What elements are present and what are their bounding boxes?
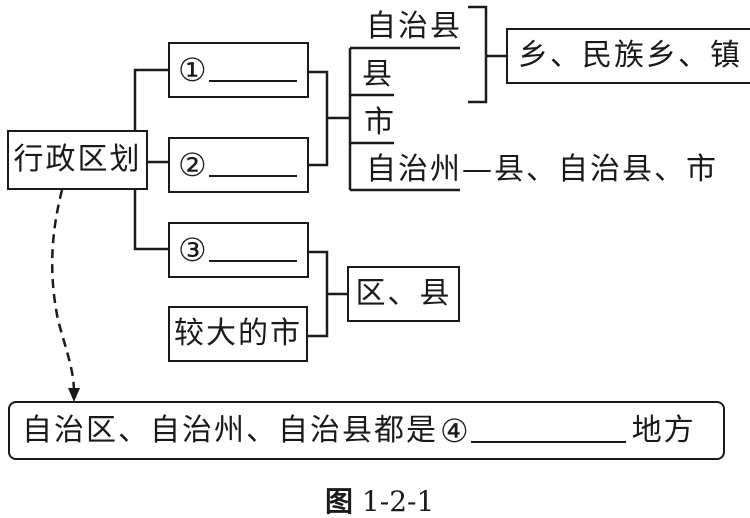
branch-3-number: ③ (178, 231, 207, 269)
list-item-xian: 县 (362, 57, 394, 92)
connector-root-branch1 (133, 68, 168, 130)
large-city-label: 较大的市 (174, 316, 302, 351)
branch-1-number: ① (178, 51, 207, 89)
connector-root-branch3 (133, 190, 168, 251)
branch-2-answer-blank[interactable] (208, 175, 297, 177)
list-item-zizhizhou: 自治州 (366, 152, 462, 187)
list-item-shi: 市 (364, 105, 396, 140)
caption-prefix: 图 (325, 485, 354, 518)
branch-2-box: ② (168, 137, 309, 193)
township-box: 乡、民族乡、镇 (506, 28, 750, 84)
dashed-arrow-path (50, 189, 76, 393)
note-answer-blank[interactable] (470, 440, 626, 443)
root-box: 行政区划 (7, 130, 148, 190)
connector-lines (50, 5, 506, 402)
district-county-box: 区、县 (347, 266, 460, 322)
branch-3-box: ③ (168, 222, 309, 278)
branch-1-box: ① (168, 42, 309, 98)
caption-number: 1-2-1 (361, 485, 435, 518)
bracket-county-group (468, 5, 488, 104)
township-label: 乡、民族乡、镇 (518, 38, 742, 73)
connector-branch3-district (308, 250, 329, 338)
list-item-zizhixian: 自治县 (366, 9, 462, 44)
arrow-head (68, 388, 80, 402)
root-label: 行政区划 (13, 142, 142, 177)
note-number: ④ (440, 411, 469, 450)
note-prefix: 自治区、自治州、自治县都是 (22, 412, 438, 448)
branch-3-answer-blank[interactable] (208, 260, 297, 262)
note-suffix: 地方 (631, 412, 696, 448)
prefecture-subdivisions: —县、自治县、市 (462, 152, 718, 187)
figure-caption: 图 1-2-1 (325, 488, 434, 516)
branch-2-number: ② (178, 146, 207, 184)
large-city-box: 较大的市 (168, 306, 308, 362)
branch-1-answer-blank[interactable] (208, 80, 297, 82)
district-county-label: 区、县 (355, 276, 452, 311)
note-box: 自治区、自治州、自治县都是 ④ 地方 (8, 401, 725, 460)
connector-branch1-list (309, 70, 329, 167)
